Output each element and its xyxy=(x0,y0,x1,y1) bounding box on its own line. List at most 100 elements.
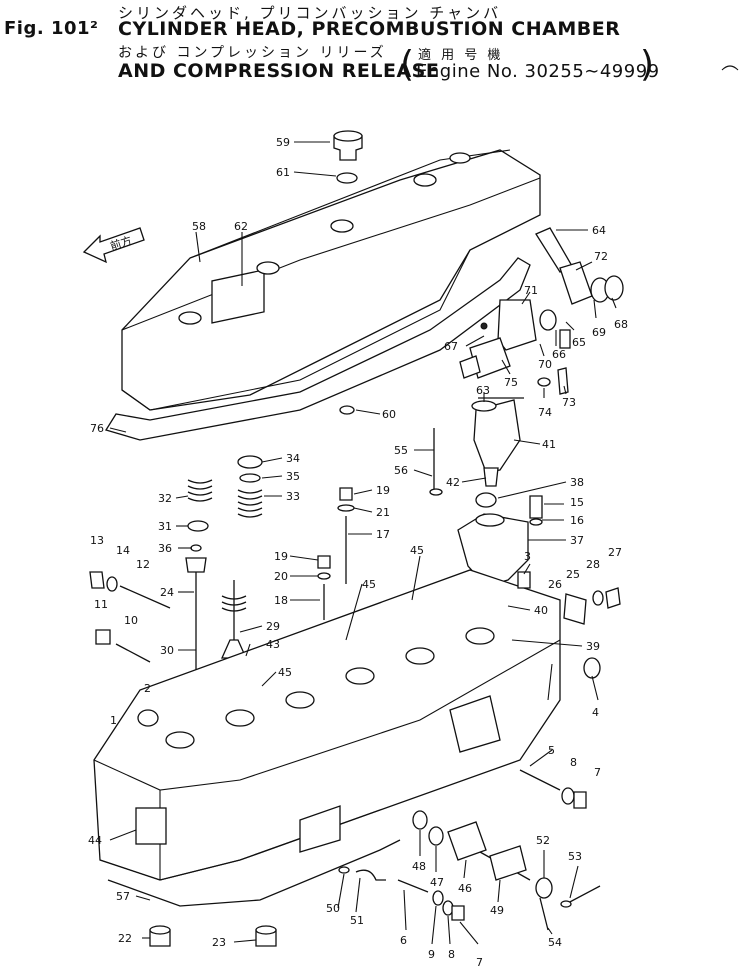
part-label-38: 38 xyxy=(570,476,584,489)
part-label-12: 12 xyxy=(136,558,150,571)
part-label-31: 31 xyxy=(158,520,172,533)
applicability-engine-range: Engine No. 30255∼49999 xyxy=(416,61,660,82)
part-label-48: 48 xyxy=(412,860,426,873)
part-label-28: 28 xyxy=(586,558,600,571)
part-label-2: 2 xyxy=(144,682,151,695)
part-label-35: 35 xyxy=(286,470,300,483)
title-english-line-1: CYLINDER HEAD, PRECOMBUSTION CHAMBER xyxy=(118,18,621,40)
part-label-36: 36 xyxy=(158,542,172,555)
cylinder-head xyxy=(93,569,561,881)
blind-plug-2 xyxy=(137,709,159,727)
part-label-8-right: 8 xyxy=(570,756,577,769)
compression-release-assembly xyxy=(459,227,624,395)
bottom-plugs xyxy=(149,925,277,947)
part-label-18: 18 xyxy=(274,594,288,607)
leader-lines xyxy=(109,141,617,945)
oil-cap-packing xyxy=(336,172,358,184)
part-label-71: 71 xyxy=(524,284,538,297)
part-label-53: 53 xyxy=(568,850,582,863)
part-label-57: 57 xyxy=(116,890,130,903)
part-label-44: 44 xyxy=(88,834,102,847)
part-label-17: 17 xyxy=(376,528,390,541)
oil-filler-cap xyxy=(333,130,363,161)
part-label-14: 14 xyxy=(116,544,130,557)
title-english-line-2: AND COMPRESSION RELEASE xyxy=(118,60,440,82)
blind-plug-4 xyxy=(583,657,601,679)
part-label-45-center: 45 xyxy=(362,578,376,591)
part-label-19-lower: 19 xyxy=(274,550,288,563)
stud-bolts xyxy=(317,487,355,620)
part-label-9: 9 xyxy=(428,948,435,961)
left-side-bolts xyxy=(89,571,171,663)
rocker-cover-gasket xyxy=(104,257,531,441)
part-label-40: 40 xyxy=(534,604,548,617)
part-label-56: 56 xyxy=(394,464,408,477)
part-label-42: 42 xyxy=(446,476,460,489)
part-label-25: 25 xyxy=(566,568,580,581)
part-label-69: 69 xyxy=(592,326,606,339)
part-label-21: 21 xyxy=(376,506,390,519)
washer-56 xyxy=(429,488,443,496)
part-label-58: 58 xyxy=(192,220,206,233)
part-label-29: 29 xyxy=(266,620,280,633)
title-japanese-line-2: および コンプレッション リリーズ xyxy=(118,45,387,61)
part-label-67: 67 xyxy=(444,340,458,353)
part-label-65: 65 xyxy=(572,336,586,349)
right-side-bolts xyxy=(519,769,587,809)
rocker-cover xyxy=(121,149,541,411)
part-label-37: 37 xyxy=(570,534,584,547)
part-label-62: 62 xyxy=(234,220,248,233)
part-label-73: 73 xyxy=(562,396,576,409)
part-label-3: 3 xyxy=(524,550,531,563)
part-label-15: 15 xyxy=(570,496,584,509)
part-label-27: 27 xyxy=(608,546,622,559)
part-label-75: 75 xyxy=(504,376,518,389)
part-label-55: 55 xyxy=(394,444,408,457)
part-label-41: 41 xyxy=(542,438,556,451)
part-number-labels: 59 61 58 62 64 72 71 68 69 65 67 66 70 7… xyxy=(88,136,628,969)
bolt-15 xyxy=(529,495,543,519)
part-label-24: 24 xyxy=(160,586,174,599)
washer-16 xyxy=(529,518,543,526)
applicability-close-paren: ) xyxy=(640,44,655,85)
lower-bolts xyxy=(397,879,465,921)
part-label-30: 30 xyxy=(160,644,174,657)
part-label-47: 47 xyxy=(430,876,444,889)
part-label-10: 10 xyxy=(124,614,138,627)
part-label-6: 6 xyxy=(400,934,407,947)
part-label-50: 50 xyxy=(326,902,340,915)
part-label-13: 13 xyxy=(90,534,104,547)
part-label-72: 72 xyxy=(594,250,608,263)
part-label-16: 16 xyxy=(570,514,584,527)
part-label-11: 11 xyxy=(94,598,108,611)
part-label-7-bottom: 7 xyxy=(476,956,483,969)
part-label-5: 5 xyxy=(548,744,555,757)
heater-plug-fittings xyxy=(338,810,601,931)
cover-seal-ring xyxy=(339,405,355,415)
part-label-74: 74 xyxy=(538,406,552,419)
figure-number: Fig. 101² xyxy=(4,18,99,39)
front-arrow-label: 前方 xyxy=(108,233,133,253)
part-label-34: 34 xyxy=(286,452,300,465)
part-label-49: 49 xyxy=(490,904,504,917)
front-direction-arrow: 前方 xyxy=(82,227,145,264)
part-label-7-right: 7 xyxy=(594,766,601,779)
part-label-52: 52 xyxy=(536,834,550,847)
part-label-26: 26 xyxy=(548,578,562,591)
part-label-43: 43 xyxy=(266,638,280,651)
part-label-63: 63 xyxy=(476,384,490,397)
valve-spring-assembly xyxy=(187,455,263,552)
part-label-22: 22 xyxy=(118,932,132,945)
part-label-59: 59 xyxy=(276,136,290,149)
part-label-45-right: 45 xyxy=(410,544,424,557)
part-label-61: 61 xyxy=(276,166,290,179)
injection-nozzle-holder xyxy=(471,397,524,487)
part-label-19-upper: 19 xyxy=(376,484,390,497)
part-label-33: 33 xyxy=(286,490,300,503)
side-bracket xyxy=(517,571,621,625)
part-label-60: 60 xyxy=(382,408,396,421)
applicability-japanese: 適 用 号 機 xyxy=(418,48,504,63)
diagram-header: Fig. 101² シリンダヘッド, プリコンバッション チャンバ CYLIND… xyxy=(0,0,746,90)
head-gasket xyxy=(107,839,401,907)
